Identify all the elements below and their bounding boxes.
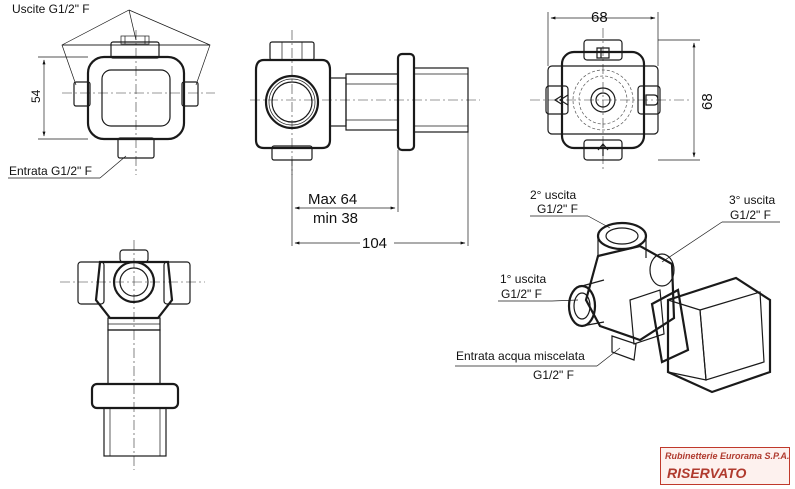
outlet-1-label: 1° uscita [500, 272, 546, 286]
dim-68-vertical-label: 68 [699, 93, 716, 110]
outlet-2-thread-label: G1/2" F [537, 202, 578, 216]
outlet-2-label: 2° uscita [530, 188, 576, 202]
confidential-stamp: Rubinetterie Eurorama S.P.A. RISERVATO [660, 447, 790, 485]
stamp-company: Rubinetterie Eurorama S.P.A. [665, 451, 790, 461]
dim-54-label: 54 [29, 89, 43, 103]
min-dimension-label: min 38 [313, 210, 358, 227]
inlet-label: Entrata G1/2" F [9, 164, 92, 178]
max-dimension-label: Max 64 [308, 191, 357, 208]
side-view [250, 30, 480, 250]
outlet-3-label: 3° uscita [729, 193, 775, 207]
isometric-view [455, 215, 780, 394]
front-view: 54 [8, 9, 215, 179]
top-view [530, 12, 700, 172]
dim-68-horizontal-label: 68 [591, 9, 608, 26]
outlet-3-thread-label: G1/2" F [730, 208, 771, 222]
outlet-1-thread-label: G1/2" F [501, 287, 542, 301]
dim-104-label: 104 [362, 235, 387, 252]
mixed-inlet-thread-label: G1/2" F [533, 368, 574, 382]
mixed-inlet-label: Entrata acqua miscelata [456, 349, 585, 363]
outlets-label: Uscite G1/2" F [12, 2, 90, 16]
stamp-status: RISERVATO [667, 465, 747, 481]
bottom-view [60, 240, 205, 470]
